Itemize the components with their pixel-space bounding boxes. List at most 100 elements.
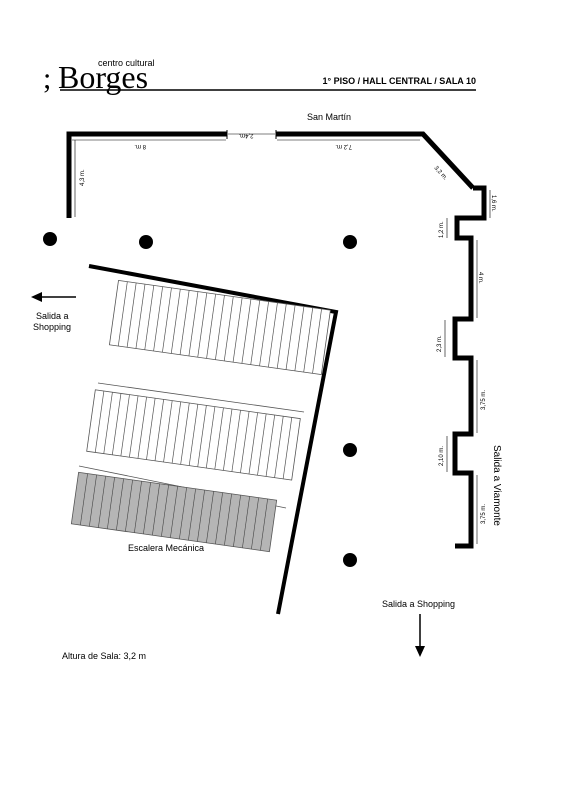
stair-tread [107, 477, 115, 529]
stair-tread [241, 298, 252, 364]
dim-right-6: 2,10 m. [439, 446, 445, 466]
dim-right-7: 3,75 m. [481, 504, 487, 524]
stair-tread [162, 287, 172, 353]
logo-tagline: centro cultural [98, 58, 155, 68]
stair-tread [197, 490, 205, 542]
stair-tread [89, 474, 97, 527]
page-title: 1° PISO / HALL CENTRAL / SALA 10 [323, 76, 476, 86]
stair-tread [285, 305, 296, 370]
stair-tread [116, 478, 124, 531]
stair-tread [126, 282, 137, 348]
stair-divider [97, 382, 305, 413]
room-height-note: Altura de Sala: 3,2 m [62, 651, 146, 661]
stair-tread [152, 483, 160, 536]
dim-right-5: 3,75 m. [481, 390, 487, 410]
column [343, 443, 357, 457]
stair-tread [223, 296, 234, 361]
stair-tread [265, 414, 276, 477]
stair-tread [206, 294, 216, 359]
logo-wordmark: Borges [58, 59, 148, 95]
stair-tread [268, 302, 278, 368]
exit-bottom-arrow [415, 614, 425, 657]
stair-tread [154, 399, 165, 461]
exit-bottom-label: Salida a Shopping [382, 599, 455, 609]
dim-top-right-run: 7,2 m. [335, 143, 352, 149]
stair-tread [260, 498, 268, 551]
stair-tread [250, 300, 261, 365]
stair-tread [103, 392, 113, 454]
stair-tread [125, 479, 133, 532]
stair-tread [294, 306, 305, 371]
exit-left-arrow [31, 292, 76, 302]
stair-tread [215, 492, 223, 545]
stair-tread [129, 395, 139, 458]
stair-tread [179, 487, 187, 540]
dim-diagonal: 3,2 m. [433, 165, 449, 182]
stair-lower [86, 389, 301, 481]
stair-tread [180, 402, 190, 465]
stair-tread [197, 292, 208, 358]
stair-tread [170, 486, 178, 538]
stair-tread [206, 491, 214, 543]
dim-door-width: 2,4m. [238, 132, 253, 138]
stair-tread [312, 308, 322, 374]
stair-tread [231, 410, 241, 472]
exit-viamonte-label: Salida a Viamonte [491, 445, 502, 526]
stair-tread [303, 307, 314, 373]
escalator-label: Escalera Mecánica [128, 543, 204, 553]
stair-tread [161, 484, 169, 537]
stair-tread [146, 398, 156, 460]
stair-tread [120, 394, 130, 457]
stair-tread [215, 295, 225, 360]
column [43, 232, 57, 246]
stair-tread [224, 493, 232, 546]
column [343, 553, 357, 567]
wall-top-left [66, 131, 227, 218]
escalator [70, 471, 278, 553]
stair-tread [171, 401, 182, 464]
stair-tread [137, 396, 147, 459]
stair-upper [108, 279, 331, 376]
stair-tread [242, 496, 250, 548]
column [343, 235, 357, 249]
stair-tread [179, 290, 190, 355]
stair-tread [134, 481, 142, 533]
dim-right-1: 1,6 m. [490, 195, 496, 212]
dim-right-2: 1,2 m. [439, 221, 445, 238]
stair-tread [282, 417, 293, 479]
stair-tread [205, 406, 216, 469]
exit-left-label-2: Shopping [33, 322, 71, 332]
stair-tread [251, 497, 259, 550]
stair-tread [248, 412, 258, 475]
stair-tread [135, 284, 146, 349]
wall-right [452, 185, 487, 549]
stair-tread [163, 400, 173, 463]
stair-tread [188, 404, 199, 466]
dim-left-return: 4,3 m. [80, 169, 86, 186]
stair-tread [233, 495, 241, 547]
wall-top-right [276, 131, 475, 190]
stair-tread [197, 405, 207, 467]
logo-prefix: ; [43, 62, 51, 95]
dim-top-left-run: 8 m. [134, 143, 146, 149]
stair-tread [143, 482, 151, 534]
atrium-boundary [88, 264, 339, 615]
stair-tread [80, 473, 88, 526]
dim-right-4: 2,3 m. [437, 335, 443, 352]
exit-left-label: Salida a [36, 311, 69, 321]
stair-tread [170, 289, 181, 354]
stair-tread [153, 286, 163, 352]
stair-tread [240, 411, 250, 473]
stair-tread [276, 303, 287, 369]
stair-tread [144, 285, 155, 350]
column [139, 235, 153, 249]
stair-tread [232, 297, 243, 363]
stair-tread [188, 488, 196, 541]
stair-tread [259, 301, 269, 366]
stair-tread [94, 390, 105, 453]
stair-tread [98, 476, 106, 528]
stair-tread [257, 413, 267, 476]
stair-tread [188, 291, 199, 357]
stair-tread [223, 408, 233, 471]
